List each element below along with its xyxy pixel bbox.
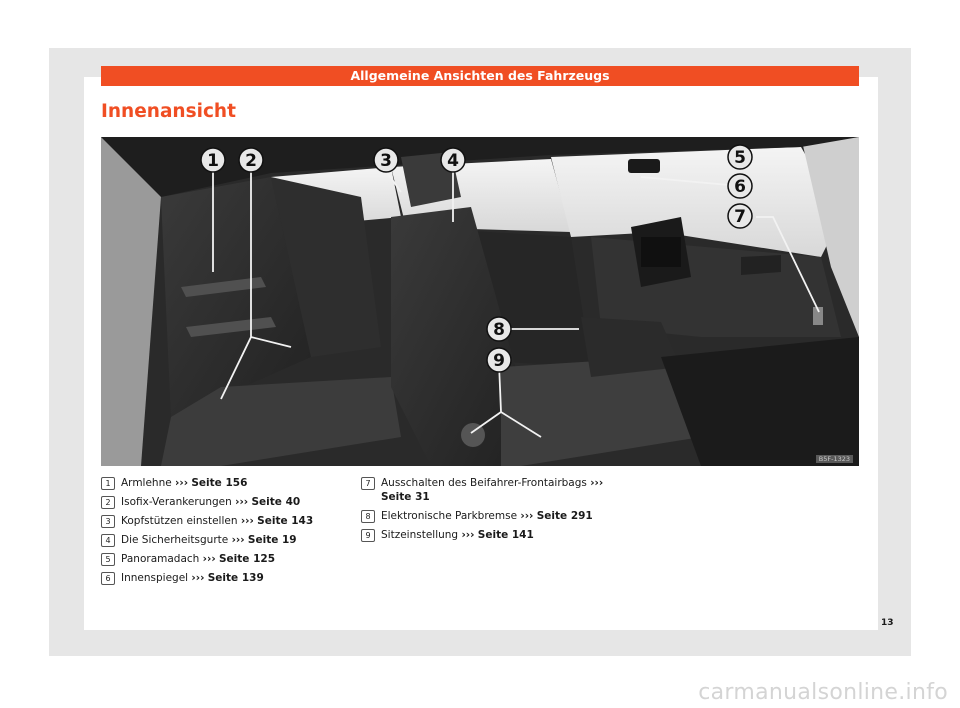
callout-7: 7 xyxy=(727,203,753,229)
legend-number: 4 xyxy=(101,534,115,547)
legend-number: 5 xyxy=(101,553,115,566)
legend-item: 3 Kopfstützen einstellen ››› Seite 143 xyxy=(101,514,371,528)
legend-left: 1 Armlehne ››› Seite 156 2 Isofix-Verankeru… xyxy=(101,476,371,590)
callout-5-label: 5 xyxy=(734,148,746,168)
callout-4: 4 xyxy=(440,147,466,173)
reference-arrow: ››› xyxy=(235,496,249,508)
page-reference[interactable]: Seite 141 xyxy=(477,529,534,541)
center-console xyxy=(581,317,681,377)
callout-4-label: 4 xyxy=(447,151,459,171)
legend-text: Sitzeinstellung xyxy=(381,529,459,541)
legend-number: 1 xyxy=(101,477,115,490)
legend-text: Isofix-Verankerungen xyxy=(121,496,232,508)
car-body-left xyxy=(101,137,161,466)
legend-item: 6 Innenspiegel ››› Seite 139 xyxy=(101,571,371,585)
reference-arrow: ››› xyxy=(231,534,245,546)
interior-photo: 1 2 3 4 5 6 7 8 9 B5F-1323 xyxy=(101,137,859,466)
watermark-text: carmanualsonline.info xyxy=(698,680,948,705)
rear-seat-back-right xyxy=(271,177,381,357)
page-number: 13 xyxy=(881,618,894,628)
legend-number: 2 xyxy=(101,496,115,509)
page-reference[interactable]: Seite 156 xyxy=(191,477,248,489)
legend-item: 8 Elektronische Parkbremse ››› Seite 291 xyxy=(361,509,631,523)
legend-item: 9 Sitzeinstellung ››› Seite 141 xyxy=(361,528,631,542)
legend-item: 4 Die Sicherheitsgurte ››› Seite 19 xyxy=(101,533,371,547)
legend-text: Ausschalten des Beifahrer-Frontairbags xyxy=(381,477,587,489)
page-reference[interactable]: Seite 31 xyxy=(381,491,430,503)
callout-5: 5 xyxy=(727,144,753,170)
reference-arrow: ››› xyxy=(461,529,475,541)
front-seat-cushion xyxy=(501,357,701,466)
page-reference[interactable]: Seite 139 xyxy=(207,572,264,584)
rear-seat-back xyxy=(161,177,311,417)
legend-number: 9 xyxy=(361,529,375,542)
rear-view-mirror xyxy=(628,159,660,173)
callout-1: 1 xyxy=(200,147,226,173)
callout-7-label: 7 xyxy=(734,207,746,227)
callout-1-label: 1 xyxy=(207,151,219,171)
legend-number: 3 xyxy=(101,515,115,528)
legend-text: Die Sicherheitsgurte xyxy=(121,534,229,546)
legend-item: 2 Isofix-Verankerungen ››› Seite 40 xyxy=(101,495,371,509)
callout-9-label: 9 xyxy=(493,351,505,371)
callout-6-label: 6 xyxy=(734,177,746,197)
callout-2-label: 2 xyxy=(245,151,257,171)
watermark: carmanualsonline.info xyxy=(0,680,960,708)
reference-arrow: ››› xyxy=(202,553,216,565)
reference-arrow: ››› xyxy=(175,477,189,489)
reference-arrow: ››› xyxy=(240,515,254,527)
page-reference[interactable]: Seite 143 xyxy=(257,515,314,527)
callout-2: 2 xyxy=(238,147,264,173)
callout-3-label: 3 xyxy=(380,151,392,171)
page-title: Innenansicht xyxy=(101,101,236,122)
reference-arrow: ››› xyxy=(590,477,604,489)
page-reference[interactable]: Seite 19 xyxy=(247,534,297,546)
callout-8: 8 xyxy=(486,316,512,342)
legend-number: 6 xyxy=(101,572,115,585)
legend-text: Panoramadach xyxy=(121,553,200,565)
section-header: Allgemeine Ansichten des Fahrzeugs xyxy=(101,66,859,86)
callout-6: 6 xyxy=(727,173,753,199)
page-reference[interactable]: Seite 125 xyxy=(219,553,275,565)
legend-item: 5 Panoramadach ››› Seite 125 xyxy=(101,552,371,566)
figure-code: B5F-1323 xyxy=(815,455,853,463)
legend-number: 8 xyxy=(361,510,375,523)
interior-illustration: 1 2 3 4 5 6 7 8 9 xyxy=(101,137,859,466)
legend-text: Elektronische Parkbremse xyxy=(381,510,518,522)
legend-text: Armlehne xyxy=(121,477,172,489)
callout-8-label: 8 xyxy=(493,320,505,340)
page-reference[interactable]: Seite 40 xyxy=(251,496,301,508)
legend-text: Innenspiegel xyxy=(121,572,189,584)
rear-seat-cushion xyxy=(161,377,401,466)
front-window xyxy=(551,147,841,257)
air-vent xyxy=(741,255,781,275)
legend-number: 7 xyxy=(361,477,375,490)
reference-arrow: ››› xyxy=(191,572,205,584)
callout-3: 3 xyxy=(373,147,399,173)
page-reference[interactable]: Seite 291 xyxy=(536,510,593,522)
legend-item: 1 Armlehne ››› Seite 156 xyxy=(101,476,371,490)
reference-arrow: ››› xyxy=(520,510,534,522)
a-pillar xyxy=(801,137,859,337)
callout-9: 9 xyxy=(486,347,512,373)
seat-adjust-knob xyxy=(461,423,485,447)
front-seat-back xyxy=(391,207,521,466)
legend-text: Kopfstützen einstellen xyxy=(121,515,238,527)
